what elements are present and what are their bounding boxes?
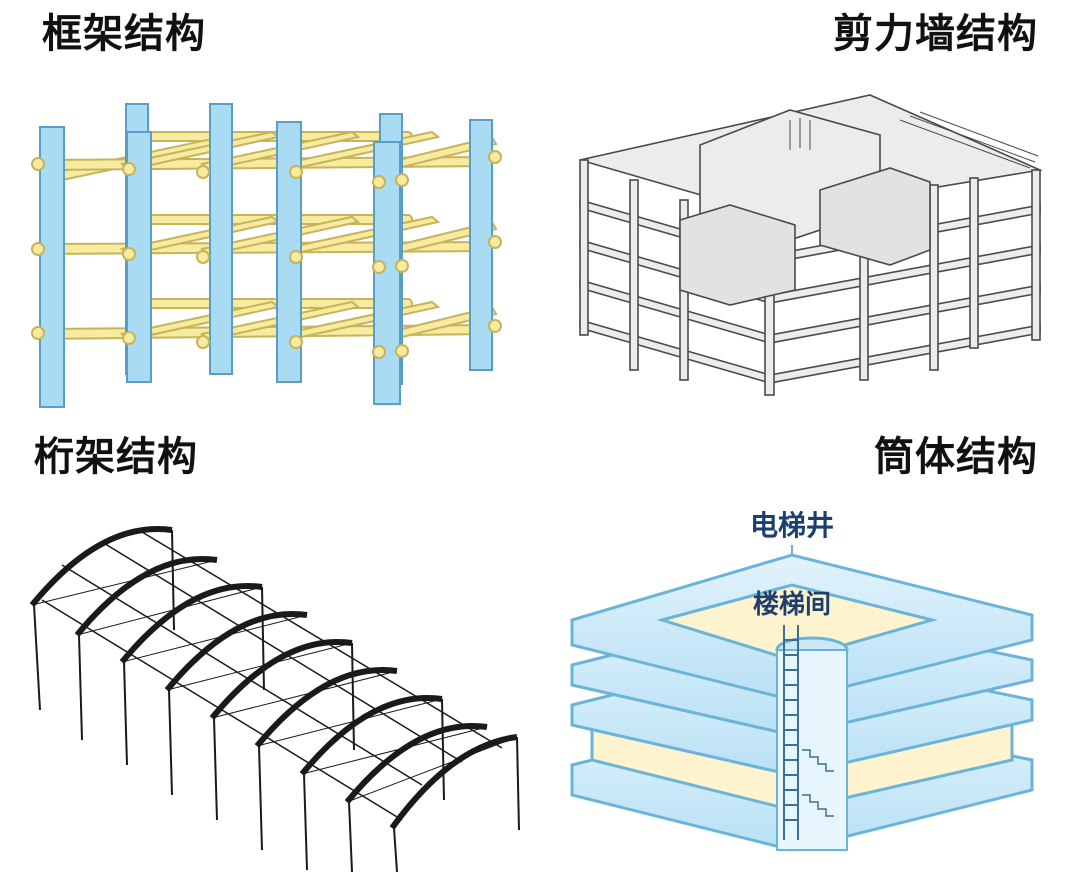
tube-structure-title: 筒体结构 (874, 434, 1038, 480)
elevator-shaft-label: 电梯井 (750, 509, 834, 542)
truss-structure-title: 桁架结构 (34, 434, 198, 480)
tube-structure-illustration: 电梯井 楼梯间 (552, 495, 1072, 885)
shear-wall-structure-illustration (570, 90, 1050, 400)
truss-structure-illustration (22, 510, 532, 880)
frame-structure-illustration (22, 92, 532, 412)
stairwell-label: 楼梯间 (753, 590, 831, 620)
frame-structure-title: 框架结构 (42, 11, 206, 57)
shear-wall-structure-title: 剪力墙结构 (833, 11, 1038, 57)
